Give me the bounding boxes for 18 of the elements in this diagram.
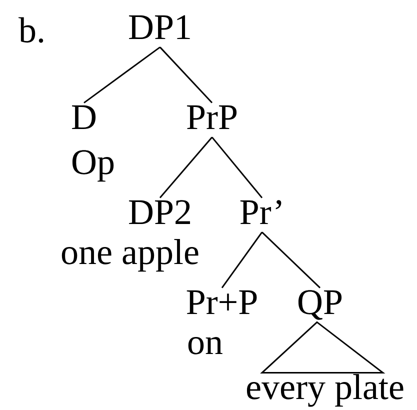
tree-label: D xyxy=(72,105,96,130)
tree-label: Op xyxy=(72,150,114,182)
tree-label: every plate xyxy=(246,374,404,407)
tree-label: one apple xyxy=(62,239,198,272)
tree-label: DP1 xyxy=(129,15,190,40)
branch-line xyxy=(221,232,263,288)
branch-line xyxy=(211,136,263,198)
tree-label: PrP xyxy=(187,105,237,129)
example-label: b. xyxy=(18,17,44,43)
branch-line xyxy=(84,46,160,104)
branch-line xyxy=(159,46,213,104)
tree-label: Pr+P xyxy=(186,290,257,314)
tree-label: Pr’ xyxy=(240,200,282,224)
tree-label: on xyxy=(188,337,222,354)
tree-label: DP2 xyxy=(129,200,190,224)
branch-line xyxy=(159,136,213,198)
tree-label: QP xyxy=(298,290,342,320)
branch-line xyxy=(261,232,321,288)
